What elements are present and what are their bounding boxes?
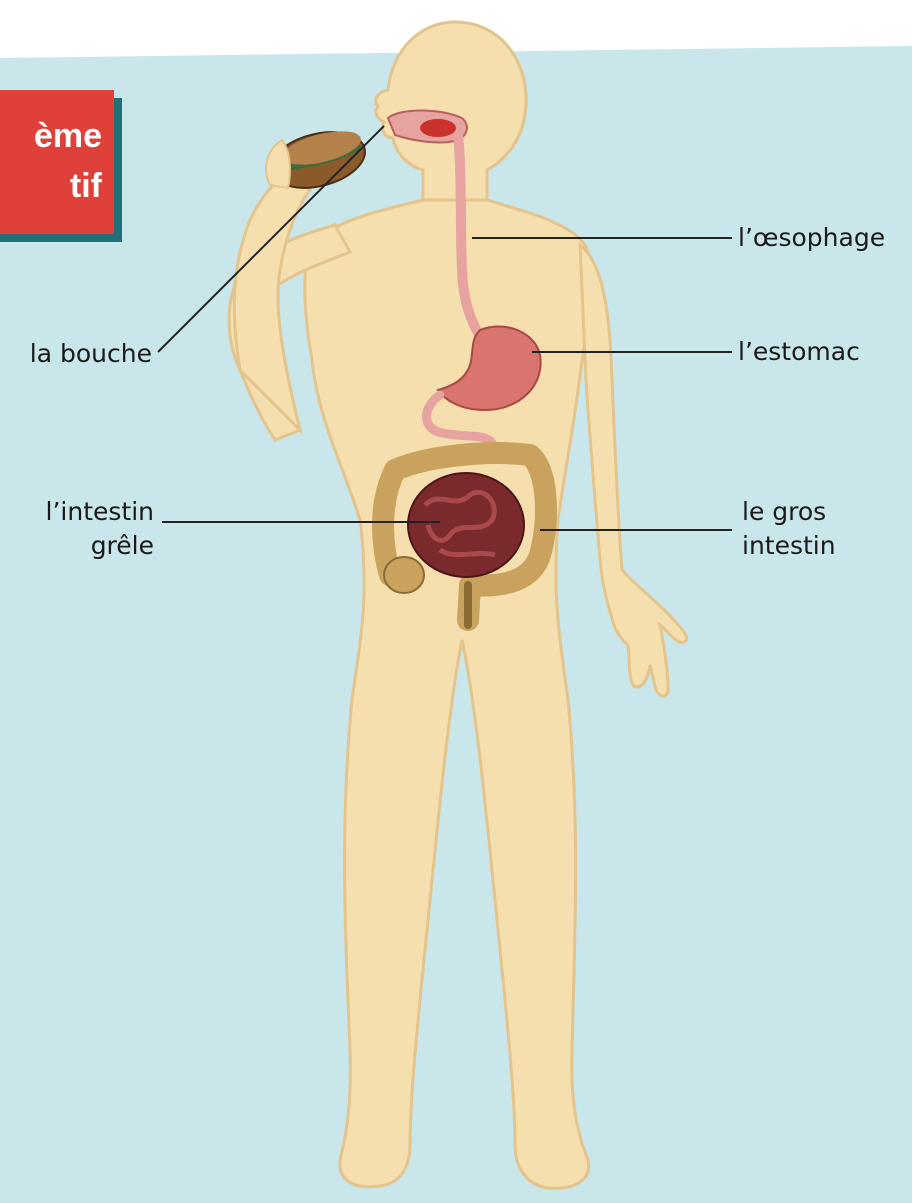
title-line-1: ème xyxy=(34,116,102,156)
label-large-intestine-line2: intestin xyxy=(742,530,836,561)
label-small-intestine-line1: l’intestin xyxy=(10,496,154,527)
label-esophagus: l’œsophage xyxy=(738,222,885,253)
label-small-intestine-line2: grêle xyxy=(10,530,154,561)
title-box: ème tif xyxy=(0,90,114,234)
title-line-2: tif xyxy=(70,166,102,206)
label-large-intestine-line1: le gros xyxy=(742,496,826,527)
label-mouth: la bouche xyxy=(10,338,152,369)
label-stomach: l’estomac xyxy=(738,336,860,367)
